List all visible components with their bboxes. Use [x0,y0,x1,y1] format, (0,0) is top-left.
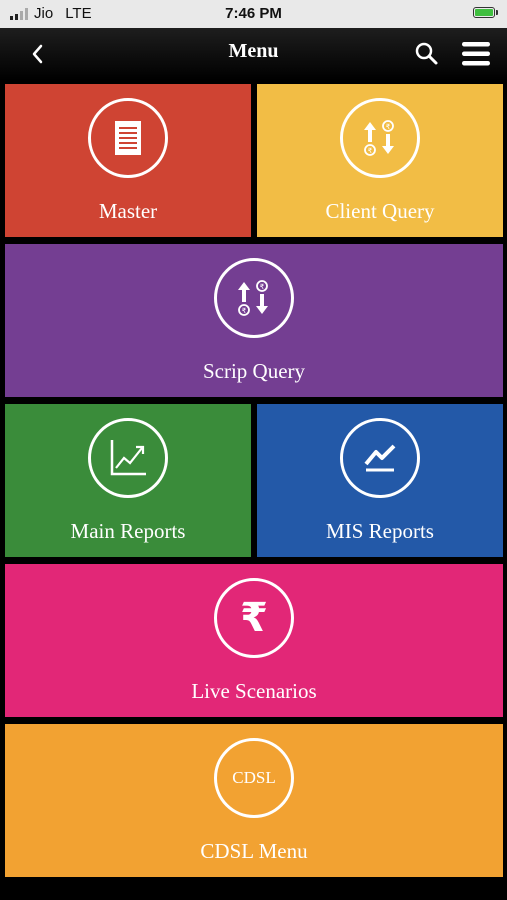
svg-text:₹: ₹ [386,123,391,131]
tile-cdsl-menu[interactable]: CDSL CDSL Menu [5,724,503,877]
chevron-left-icon[interactable] [24,40,52,68]
page-title: Menu [228,40,279,62]
svg-text:₹: ₹ [260,283,265,291]
tile-label: MIS Reports [326,519,434,543]
status-bar: Jio LTE 7:46 PM [0,0,507,28]
tile-label: CDSL Menu [200,839,308,863]
tile-scrip-query[interactable]: ₹ ₹ Scrip Query [5,244,503,397]
trend-chart-icon [340,418,420,498]
tile-label: Master [98,199,158,223]
rupee-symbol: ₹ [240,595,268,641]
battery-icon [473,7,498,18]
line-chart-icon [88,418,168,498]
rupee-icon: ₹ [214,578,294,658]
exchange-arrows-icon: ₹ ₹ [340,98,420,178]
tile-label: Main Reports [70,519,186,543]
tile-main-reports[interactable]: Main Reports [5,404,251,557]
tile-label: Client Query [325,199,435,223]
cdsl-badge-icon: CDSL [214,738,294,818]
svg-text:₹: ₹ [242,307,247,315]
cdsl-badge-text: CDSL [232,768,276,787]
status-time: 7:46 PM [225,5,282,22]
tile-label: Scrip Query [202,359,306,383]
navbar: Menu [0,28,507,80]
tile-master[interactable]: Master [5,84,251,237]
tile-label: Live Scenarios [191,679,317,703]
exchange-arrows-icon: ₹ ₹ [214,258,294,338]
tile-live-scenarios[interactable]: ₹ Live Scenarios [5,564,503,717]
search-icon[interactable] [412,40,440,68]
document-icon [88,98,168,178]
carrier-name: Jio [34,5,54,22]
network-type: LTE [65,5,92,22]
signal-icon [10,7,28,20]
hamburger-menu-icon[interactable] [460,40,492,68]
tile-client-query[interactable]: ₹ ₹ Client Query [257,84,503,237]
tile-mis-reports[interactable]: MIS Reports [257,404,503,557]
svg-text:₹: ₹ [368,147,373,155]
status-left: Jio LTE [10,5,92,22]
